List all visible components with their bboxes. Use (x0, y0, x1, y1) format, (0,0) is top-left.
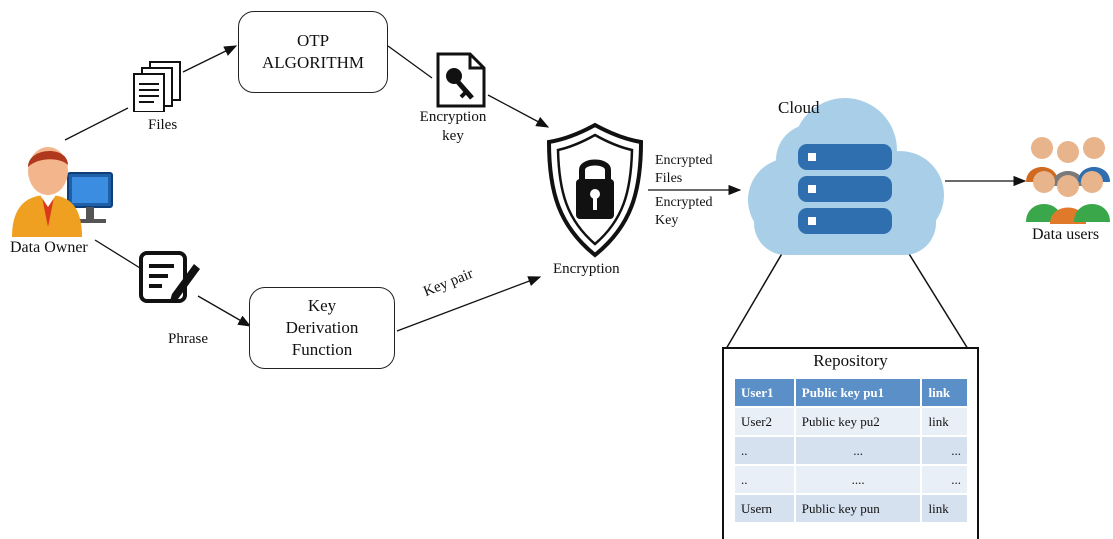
table-cell: User1 (735, 379, 794, 406)
table-cell: Public key pu1 (795, 379, 921, 406)
table-cell: ... (922, 437, 967, 464)
data-owner-label: Data Owner (10, 239, 88, 256)
otp-algorithm-box: OTP ALGORITHM (238, 11, 388, 93)
owner-to-files-line (64, 107, 129, 141)
table-row: User2 Public key pu2 link (735, 408, 967, 435)
kdf-line3: Function (291, 340, 353, 359)
cloud-label: Cloud (778, 98, 820, 117)
otp-line2: ALGORITHM (262, 53, 364, 72)
otp-line1: OTP (296, 31, 330, 50)
encryption-shield-icon (546, 122, 644, 258)
repository-title: Repository (813, 351, 888, 370)
encrypted-key-label: Encrypted Key (655, 195, 713, 228)
table-row: .. .... ... (735, 466, 967, 493)
kdf-line1: Key (307, 296, 337, 315)
encryption-label: Encryption (553, 261, 620, 277)
data-owner-icon (12, 147, 113, 237)
key-to-encryption-line (487, 94, 550, 128)
table-cell: User2 (735, 408, 794, 435)
encryption-key-icon (436, 52, 486, 108)
kdf-line2: Derivation (285, 318, 359, 337)
phrase-label: Phrase (168, 331, 208, 347)
table-row: .. ... ... (735, 437, 967, 464)
repository-panel: Repository User1 Public key pu1 link Use… (722, 347, 979, 539)
table-cell: .... (795, 466, 921, 493)
data-users-label: Data users (1032, 226, 1100, 243)
phrase-icon (139, 251, 200, 303)
table-cell: .. (735, 466, 794, 493)
phrase-to-kdf-line (197, 295, 252, 327)
files-label: Files (148, 117, 178, 133)
cloud-icon (748, 98, 944, 255)
encrypted-files-label: Encrypted Files (655, 153, 713, 186)
table-cell: link (922, 408, 967, 435)
table-cell: Public key pu2 (795, 408, 921, 435)
key-derivation-function-box: Key Derivation Function (249, 287, 395, 369)
table-cell: Public key pun (795, 495, 921, 522)
kdf-to-encryption-line (396, 276, 542, 332)
otp-to-key-line (387, 45, 433, 79)
data-users-icon (1026, 137, 1110, 224)
table-row: Usern Public key pun link (735, 495, 967, 522)
table-cell: ... (795, 437, 921, 464)
table-cell: link (922, 495, 967, 522)
files-to-otp-line (182, 45, 238, 73)
table-cell: .. (735, 437, 794, 464)
table-row: User1 Public key pu1 link (735, 379, 967, 406)
repository-table: User1 Public key pu1 link User2 Public k… (733, 377, 969, 524)
owner-to-phrase-line (94, 239, 141, 269)
encryption-key-label: Encryption key (419, 109, 487, 144)
server-stack-icon (798, 144, 892, 234)
table-cell: Usern (735, 495, 794, 522)
table-cell: ... (922, 466, 967, 493)
table-cell: link (922, 379, 967, 406)
files-icon (133, 61, 181, 112)
